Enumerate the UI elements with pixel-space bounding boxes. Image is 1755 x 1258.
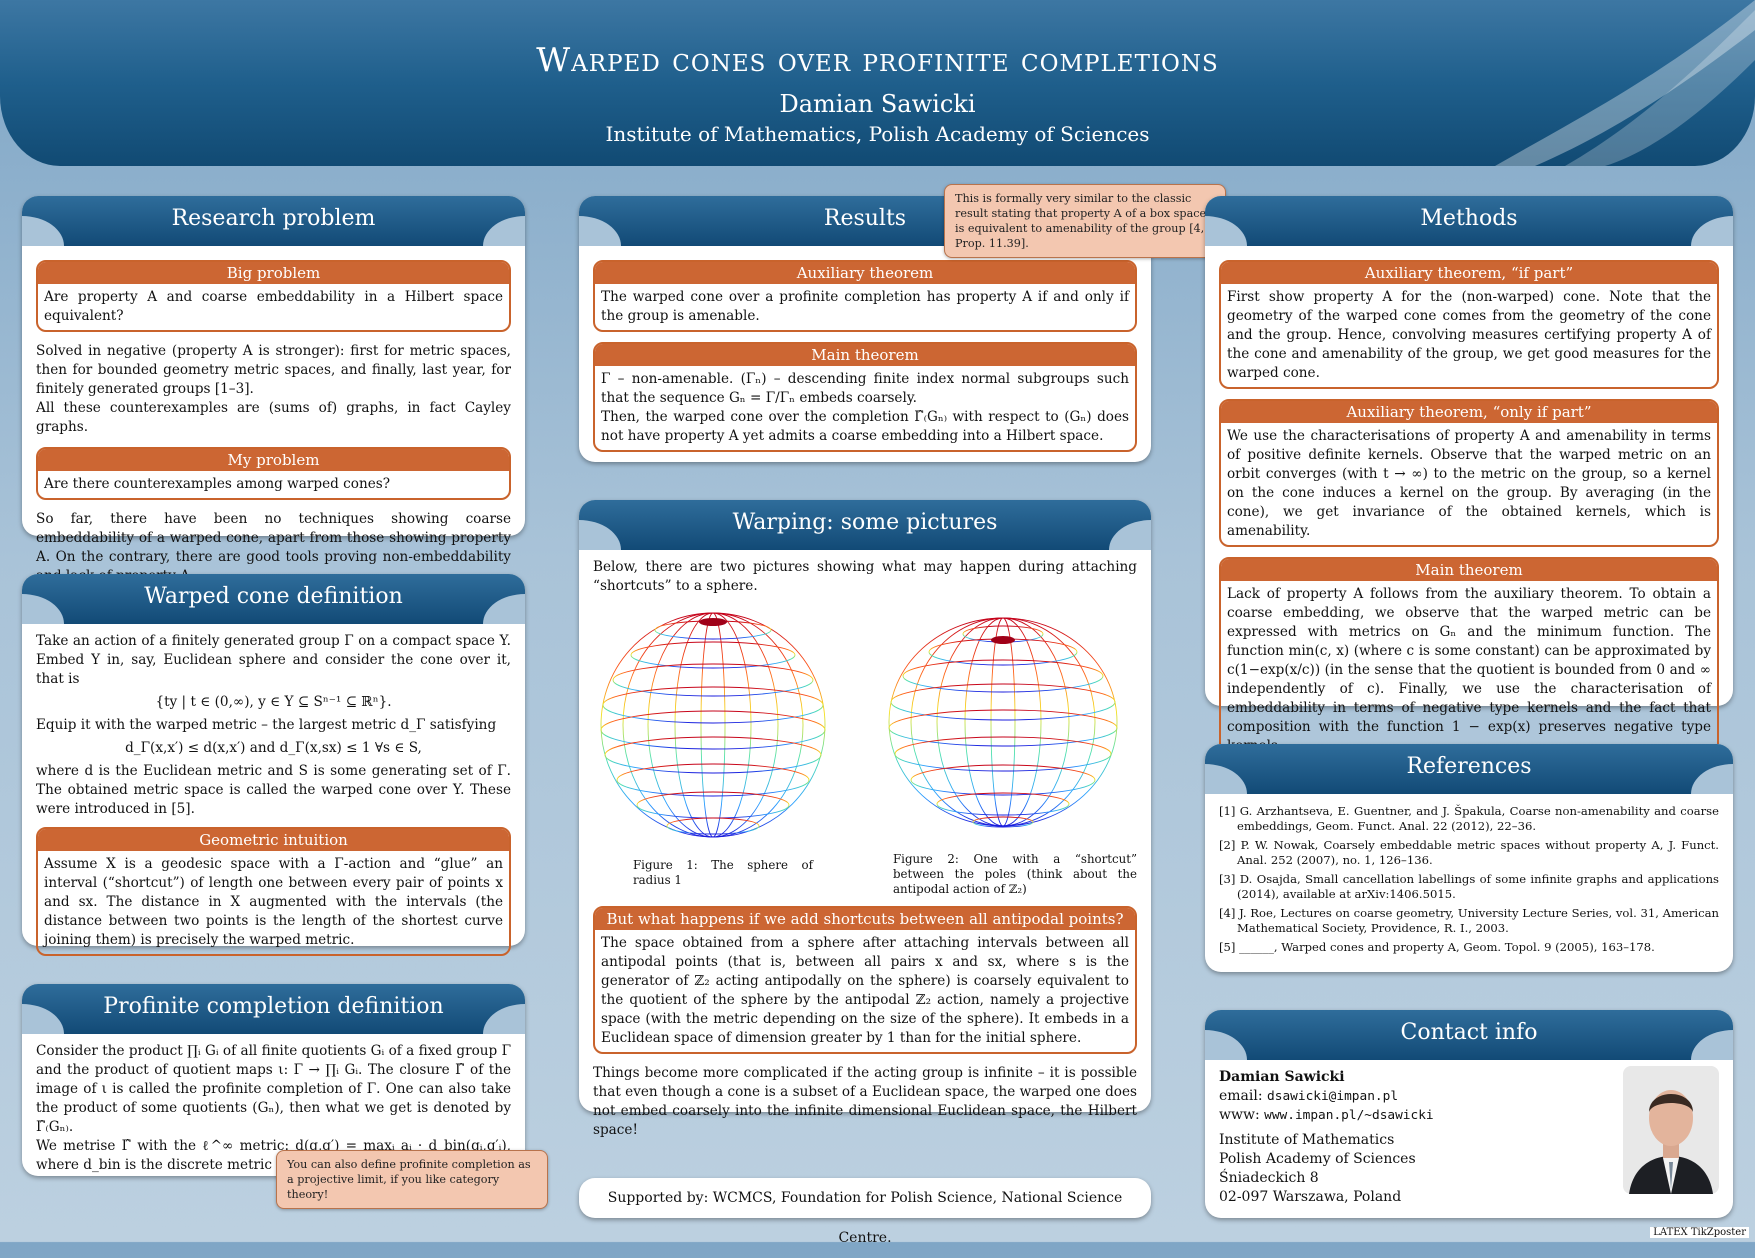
methods-main-theorem-box: Main theorem Lack of property A follows …: [1219, 557, 1719, 762]
poster-header: Warped cones over profinite completions …: [0, 0, 1755, 166]
antipodal-question-body: The space obtained from a sphere after a…: [601, 935, 1129, 1046]
profinite-paragraph-1: Consider the product ∏ᵢ Gᵢ of all finite…: [36, 1043, 511, 1135]
main-theorem-body-1: Γ – non-amenable. (Γₙ) – descending fini…: [601, 371, 1129, 406]
my-problem-body: Are there counterexamples among warped c…: [44, 476, 391, 492]
research-paragraph-1: Solved in negative (property A is strong…: [36, 343, 511, 397]
contact-name: Damian Sawicki: [1219, 1069, 1345, 1085]
if-part-body: First show property A for the (non-warpe…: [1227, 289, 1711, 381]
profinite-title: Profinite completion definition: [22, 984, 525, 1034]
profinite-note: You can also define profinite completion…: [276, 1150, 548, 1209]
profinite-block: Profinite completion definition Consider…: [22, 984, 525, 1176]
warping-title: Warping: some pictures: [579, 500, 1151, 550]
figure-2-caption: Figure 2: One with a “shortcut” between …: [893, 852, 1137, 896]
aux-theorem-body: The warped cone over a profinite complet…: [601, 289, 1129, 324]
results-note: This is formally very similar to the cla…: [944, 184, 1226, 258]
references-block: References [1] G. Arzhantseva, E. Guentn…: [1205, 744, 1733, 972]
contact-www-row: www: www.impan.pl/~dsawicki: [1219, 1106, 1719, 1125]
geometric-intuition-box: Geometric intuition Assume X is a geodes…: [36, 827, 511, 956]
aux-theorem-box: Auxiliary theorem The warped cone over a…: [593, 260, 1137, 332]
methods-main-theorem-body: Lack of property A follows from the auxi…: [1227, 586, 1711, 754]
sphere-2: [888, 617, 1118, 828]
reference-item: [5] ______, Warped cones and property A,…: [1219, 940, 1655, 954]
warping-block: Warping: some pictures Below, there are …: [579, 500, 1151, 1138]
big-problem-body: Are property A and coarse embeddability …: [44, 289, 503, 324]
poster-author: Damian Sawicki: [779, 90, 976, 118]
reference-item: [3] D. Osajda, Small cancellation labell…: [1219, 872, 1719, 901]
big-problem-box: Big problem Are property A and coarse em…: [36, 260, 511, 332]
main-theorem-box: Main theorem Γ – non-amenable. (Γₙ) – de…: [593, 342, 1137, 452]
warped-equation-1: {ty | t ∈ (0,∞), y ∈ Y ⊆ Sⁿ⁻¹ ⊆ ℝⁿ}.: [155, 694, 392, 710]
warped-paragraph-2: Equip it with the warped metric – the la…: [36, 717, 497, 733]
figures-row: Figure 1: The sphere of radius 1 Figure …: [593, 600, 1137, 900]
swoosh-decoration: [1495, 0, 1755, 166]
only-if-part-box: Auxiliary theorem, “only if part” We use…: [1219, 399, 1719, 547]
contact-title: Contact info: [1205, 1010, 1733, 1060]
geometric-intuition-title: Geometric intuition: [38, 829, 509, 851]
author-photo: [1623, 1066, 1719, 1194]
methods-block: Methods Auxiliary theorem, “if part” Fir…: [1205, 196, 1733, 762]
main-theorem-title: Main theorem: [595, 344, 1135, 366]
warped-paragraph-3: where d is the Euclidean metric and S is…: [36, 763, 511, 817]
address-line-4: 02-097 Warszawa, Poland: [1219, 1189, 1402, 1205]
warped-equation-2: d_Γ(x,x′) ≤ d(x,x′) and d_Γ(x,sx) ≤ 1 ∀s…: [125, 740, 422, 756]
sphere-figures: [600, 612, 1118, 838]
sphere-2-pole: [991, 636, 1015, 644]
research-problem-title: Research problem: [22, 196, 525, 246]
research-problem-block: Research problem Big problem Are propert…: [22, 196, 525, 584]
main-theorem-body-2: Then, the warped cone over the completio…: [601, 409, 1129, 444]
only-if-part-title: Auxiliary theorem, “only if part”: [1221, 401, 1717, 423]
research-paragraph-2: All these counterexamples are (sums of) …: [36, 400, 511, 435]
figure-1-caption: Figure 1: The sphere of radius 1: [633, 858, 813, 887]
warping-intro: Below, there are two pictures showing wh…: [593, 559, 1137, 594]
antipodal-question-box: But what happens if we add shortcuts bet…: [593, 906, 1137, 1054]
reference-item: [2] P. W. Nowak, Coarsely embeddable met…: [1219, 838, 1719, 867]
poster-title: Warped cones over profinite completions: [536, 40, 1219, 79]
contact-email-row: email: dsawicki@impan.pl: [1219, 1087, 1719, 1106]
sphere-1: [600, 612, 826, 838]
only-if-part-body: We use the characterisations of property…: [1227, 428, 1711, 539]
aux-theorem-title: Auxiliary theorem: [595, 262, 1135, 284]
references-title: References: [1205, 744, 1733, 794]
contact-block: Contact info Damian Sawicki email: dsawi…: [1205, 1010, 1733, 1218]
warping-outro: Things become more complicated if the ac…: [593, 1065, 1137, 1138]
address-line-2: Polish Academy of Sciences: [1219, 1151, 1416, 1167]
big-problem-title: Big problem: [38, 262, 509, 284]
if-part-title: Auxiliary theorem, “if part”: [1221, 262, 1717, 284]
reference-item: [4] J. Roe, Lectures on coarse geometry,…: [1219, 906, 1719, 935]
warped-paragraph-1: Take an action of a finitely generated g…: [36, 633, 511, 687]
warped-cone-title: Warped cone definition: [22, 574, 525, 624]
www-label: www:: [1219, 1107, 1260, 1123]
address-line-3: Śniadeckich 8: [1219, 1170, 1319, 1186]
if-part-box: Auxiliary theorem, “if part” First show …: [1219, 260, 1719, 389]
antipodal-question-title: But what happens if we add shortcuts bet…: [595, 908, 1135, 930]
my-problem-title: My problem: [38, 449, 509, 471]
geometric-intuition-body: Assume X is a geodesic space with a Γ-ac…: [44, 856, 503, 948]
address-line-1: Institute of Mathematics: [1219, 1132, 1395, 1148]
email-link[interactable]: dsawicki@impan.pl: [1267, 1089, 1399, 1104]
my-problem-box: My problem Are there counterexamples amo…: [36, 447, 511, 500]
methods-main-theorem-title: Main theorem: [1221, 559, 1717, 581]
reference-item: [1] G. Arzhantseva, E. Guentner, and J. …: [1219, 804, 1719, 833]
poster-institute: Institute of Mathematics, Polish Academy…: [605, 122, 1150, 146]
sphere-1-pole: [699, 618, 727, 626]
www-link[interactable]: www.impan.pl/~dsawicki: [1264, 1108, 1434, 1123]
methods-title: Methods: [1205, 196, 1733, 246]
email-label: email:: [1219, 1088, 1263, 1104]
warped-cone-block: Warped cone definition Take an action of…: [22, 574, 525, 956]
research-paragraph-3: So far, there have been no techniques sh…: [36, 511, 511, 584]
supported-by: Supported by: WCMCS, Foundation for Poli…: [579, 1178, 1151, 1246]
latex-tikzposter-mark: LATEX TikZposter: [1650, 1227, 1749, 1238]
